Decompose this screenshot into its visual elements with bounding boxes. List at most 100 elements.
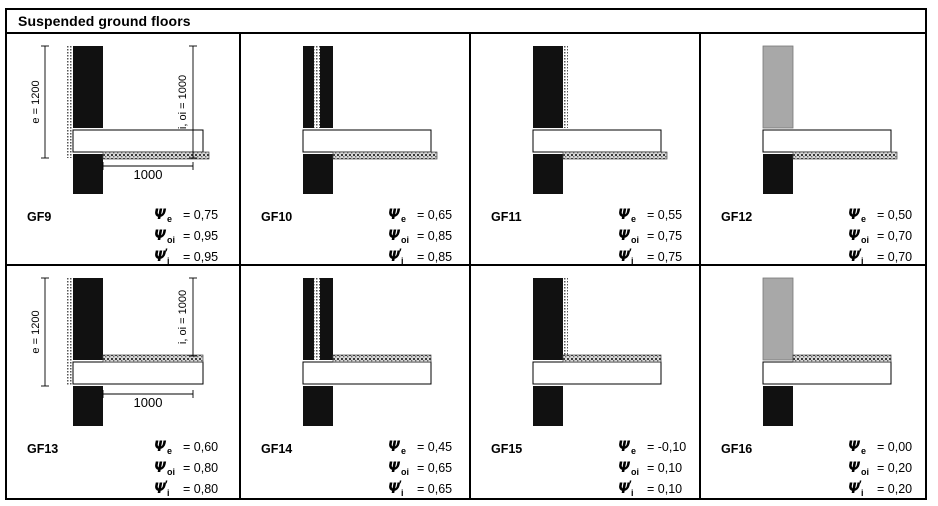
psi-symbol: Ψ	[154, 228, 166, 244]
psi-subscript: e	[631, 446, 637, 456]
psi-subscript: oi	[631, 235, 639, 245]
psi-value-row: Ψ′i= 0,65	[333, 479, 473, 501]
psi-value: = 0,20	[877, 461, 913, 475]
psi-symbol: Ψ	[848, 460, 860, 476]
psi-subscript: e	[401, 446, 407, 456]
psi-symbol: Ψ	[388, 249, 400, 265]
psi-value: = 0,70	[877, 229, 913, 243]
psi-prime-mark: ′	[399, 247, 402, 259]
detail-code-label: GF13	[27, 442, 59, 456]
detail-code-label: GF11	[491, 210, 522, 224]
psi-value: = 0,10	[647, 461, 683, 475]
psi-symbol: Ψ	[388, 207, 400, 223]
psi-symbol: Ψ	[154, 460, 166, 476]
construction-diagram-gf11	[471, 34, 699, 202]
psi-value: = 0,55	[647, 208, 683, 222]
psi-symbol: Ψ	[154, 249, 166, 265]
construction-diagram-gf10	[241, 34, 469, 202]
psi-value-row: Ψ′i= 0,95	[99, 247, 239, 269]
psi-subscript: e	[631, 214, 637, 224]
psi-value: = 0,95	[183, 229, 219, 243]
psi-symbol: Ψ	[618, 439, 630, 455]
psi-subscript: e	[167, 446, 173, 456]
psi-symbol: Ψ	[618, 460, 630, 476]
psi-value: = 0,95	[183, 250, 219, 264]
psi-value: = 0,10	[647, 482, 683, 496]
construction-diagram-gf12	[701, 34, 925, 202]
psi-value: = 0,80	[183, 461, 219, 475]
dimension-label-external: e = 1200	[30, 310, 42, 353]
psi-symbol: Ψ	[848, 481, 860, 497]
dimension-label-internal: i, oi = 1000	[177, 75, 189, 129]
psi-prime-mark: ′	[165, 247, 168, 259]
psi-symbol: Ψ	[618, 481, 630, 497]
detail-code-label: GF12	[721, 210, 753, 224]
psi-value-row: Ψ′i= 0,20	[793, 479, 933, 501]
psi-subscript: i	[401, 256, 404, 266]
psi-symbol: Ψ	[618, 228, 630, 244]
psi-symbol: Ψ	[154, 481, 166, 497]
construction-diagram-gf14	[241, 266, 469, 434]
table-title: Suspended ground floors	[18, 13, 191, 29]
psi-prime-mark: ′	[859, 247, 862, 259]
detail-code-label: GF15	[491, 442, 523, 456]
psi-value: = 0,45	[417, 440, 453, 454]
psi-symbol: Ψ	[154, 207, 166, 223]
psi-value: = 0,65	[417, 461, 453, 475]
construction-diagram-gf15	[471, 266, 699, 434]
psi-prime-mark: ′	[165, 479, 168, 491]
psi-value-row: Ψ′i= 0,75	[563, 247, 703, 269]
psi-symbol: Ψ	[388, 439, 400, 455]
psi-symbol: Ψ	[848, 228, 860, 244]
psi-value: = 0,85	[417, 250, 453, 264]
psi-value: = 0,60	[183, 440, 219, 454]
dimension-label-horizontal: 1000	[134, 395, 163, 410]
psi-prime-mark: ′	[629, 479, 632, 491]
psi-subscript: oi	[167, 235, 175, 245]
psi-prime-mark: ′	[399, 479, 402, 491]
psi-value: = 0,50	[877, 208, 913, 222]
detail-code-label: GF14	[261, 442, 293, 456]
psi-value: = 0,75	[647, 229, 683, 243]
psi-value-row: Ψ′i= 0,70	[793, 247, 933, 269]
psi-prime-mark: ′	[629, 247, 632, 259]
psi-value-row: Ψ′i = 0,85	[333, 247, 473, 269]
psi-symbol: Ψ	[848, 439, 860, 455]
psi-symbol: Ψ	[388, 460, 400, 476]
psi-subscript: i	[631, 256, 634, 266]
psi-value: = 0,85	[417, 229, 453, 243]
psi-value-row: Ψ′i= 0,10	[563, 479, 703, 501]
psi-subscript: i	[861, 488, 864, 498]
dimension-label-horizontal: 1000	[134, 167, 163, 182]
psi-subscript: i	[401, 488, 404, 498]
psi-subscript: oi	[861, 467, 869, 477]
psi-subscript: i	[861, 256, 864, 266]
